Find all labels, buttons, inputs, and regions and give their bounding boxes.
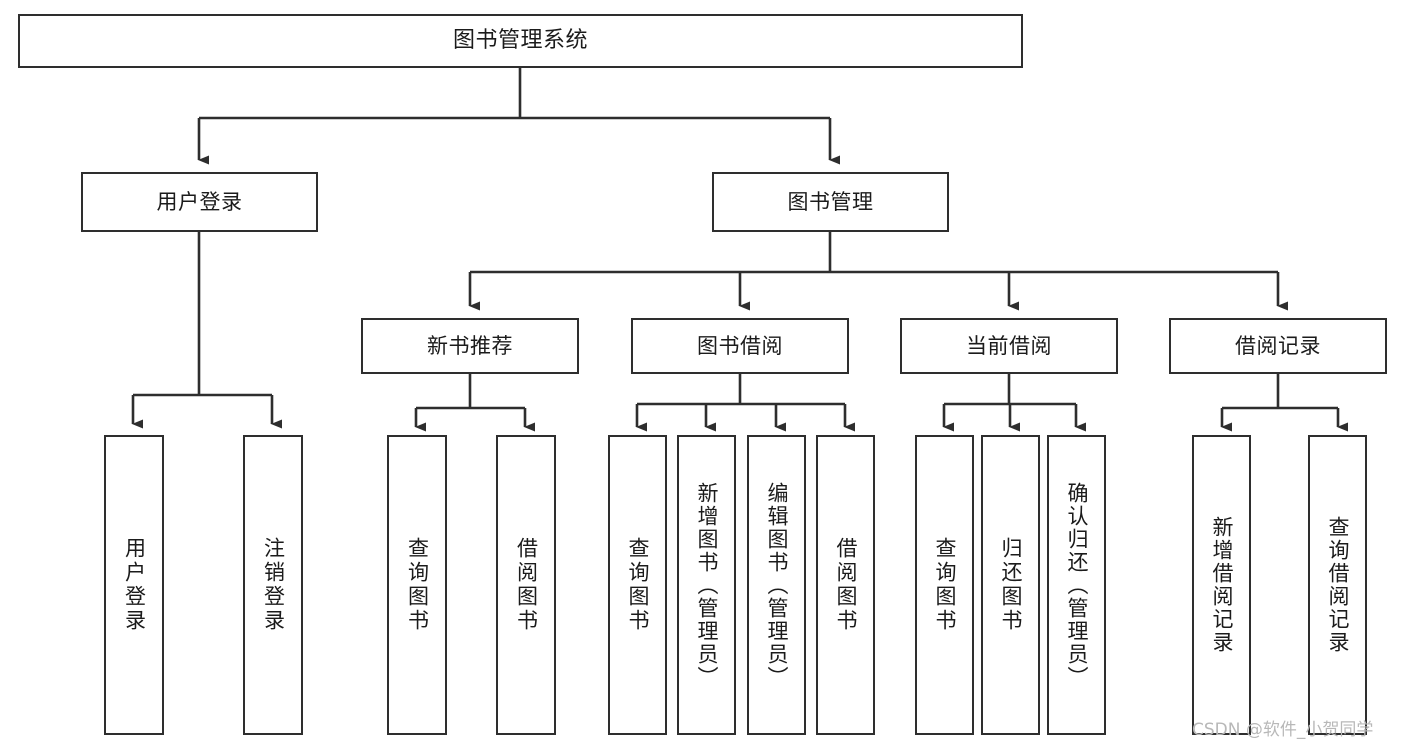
node-label: 借阅图书: [834, 537, 858, 633]
node-label: 查询图书: [405, 537, 430, 633]
node-new-book-recommend[interactable]: 新书推荐: [361, 318, 579, 374]
node-label: 图书借阅: [697, 333, 783, 358]
node-label: 注销登录: [261, 537, 286, 633]
leaf-confirm-return[interactable]: 确认归还（管理员）: [1047, 435, 1106, 735]
leaf-add-book[interactable]: 新增图书（管理员）: [677, 435, 736, 735]
leaf-return-book[interactable]: 归还图书: [981, 435, 1040, 735]
leaf-query-book-1[interactable]: 查询图书: [387, 435, 447, 735]
node-label: 查询借阅记录: [1326, 516, 1350, 654]
node-label: 当前借阅: [966, 333, 1052, 358]
node-book-management[interactable]: 图书管理: [712, 172, 949, 232]
node-label: 用户登录: [122, 537, 147, 633]
node-borrow-record[interactable]: 借阅记录: [1169, 318, 1387, 374]
node-label: 新书推荐: [427, 333, 513, 358]
watermark-text: CSDN @软件_小贺同学: [1192, 720, 1374, 740]
leaf-query-book-3[interactable]: 查询图书: [915, 435, 974, 735]
node-label: 借阅图书: [514, 537, 539, 633]
node-label: 查询图书: [933, 537, 957, 633]
leaf-borrow-book-2[interactable]: 借阅图书: [816, 435, 875, 735]
node-book-borrow[interactable]: 图书借阅: [631, 318, 849, 374]
leaf-edit-book[interactable]: 编辑图书（管理员）: [747, 435, 806, 735]
node-label: 新增图书（管理员）: [695, 481, 719, 689]
leaf-user-login[interactable]: 用户登录: [104, 435, 164, 735]
node-label: 图书管理系统: [452, 28, 588, 54]
node-label: 用户登录: [156, 189, 243, 214]
node-label: 归还图书: [999, 537, 1023, 633]
node-label: 查询图书: [626, 537, 650, 633]
node-user-login[interactable]: 用户登录: [81, 172, 318, 232]
node-label: 图书管理: [787, 189, 874, 214]
node-current-borrow[interactable]: 当前借阅: [900, 318, 1118, 374]
leaf-query-book-2[interactable]: 查询图书: [608, 435, 667, 735]
leaf-logout[interactable]: 注销登录: [243, 435, 303, 735]
node-label: 新增借阅记录: [1210, 516, 1234, 654]
leaf-add-record[interactable]: 新增借阅记录: [1192, 435, 1251, 735]
leaf-query-record[interactable]: 查询借阅记录: [1308, 435, 1367, 735]
node-label: 借阅记录: [1235, 333, 1321, 358]
node-label: 确认归还（管理员）: [1065, 481, 1089, 689]
node-root-system[interactable]: 图书管理系统: [18, 14, 1023, 68]
leaf-borrow-book-1[interactable]: 借阅图书: [496, 435, 556, 735]
node-label: 编辑图书（管理员）: [765, 481, 789, 689]
